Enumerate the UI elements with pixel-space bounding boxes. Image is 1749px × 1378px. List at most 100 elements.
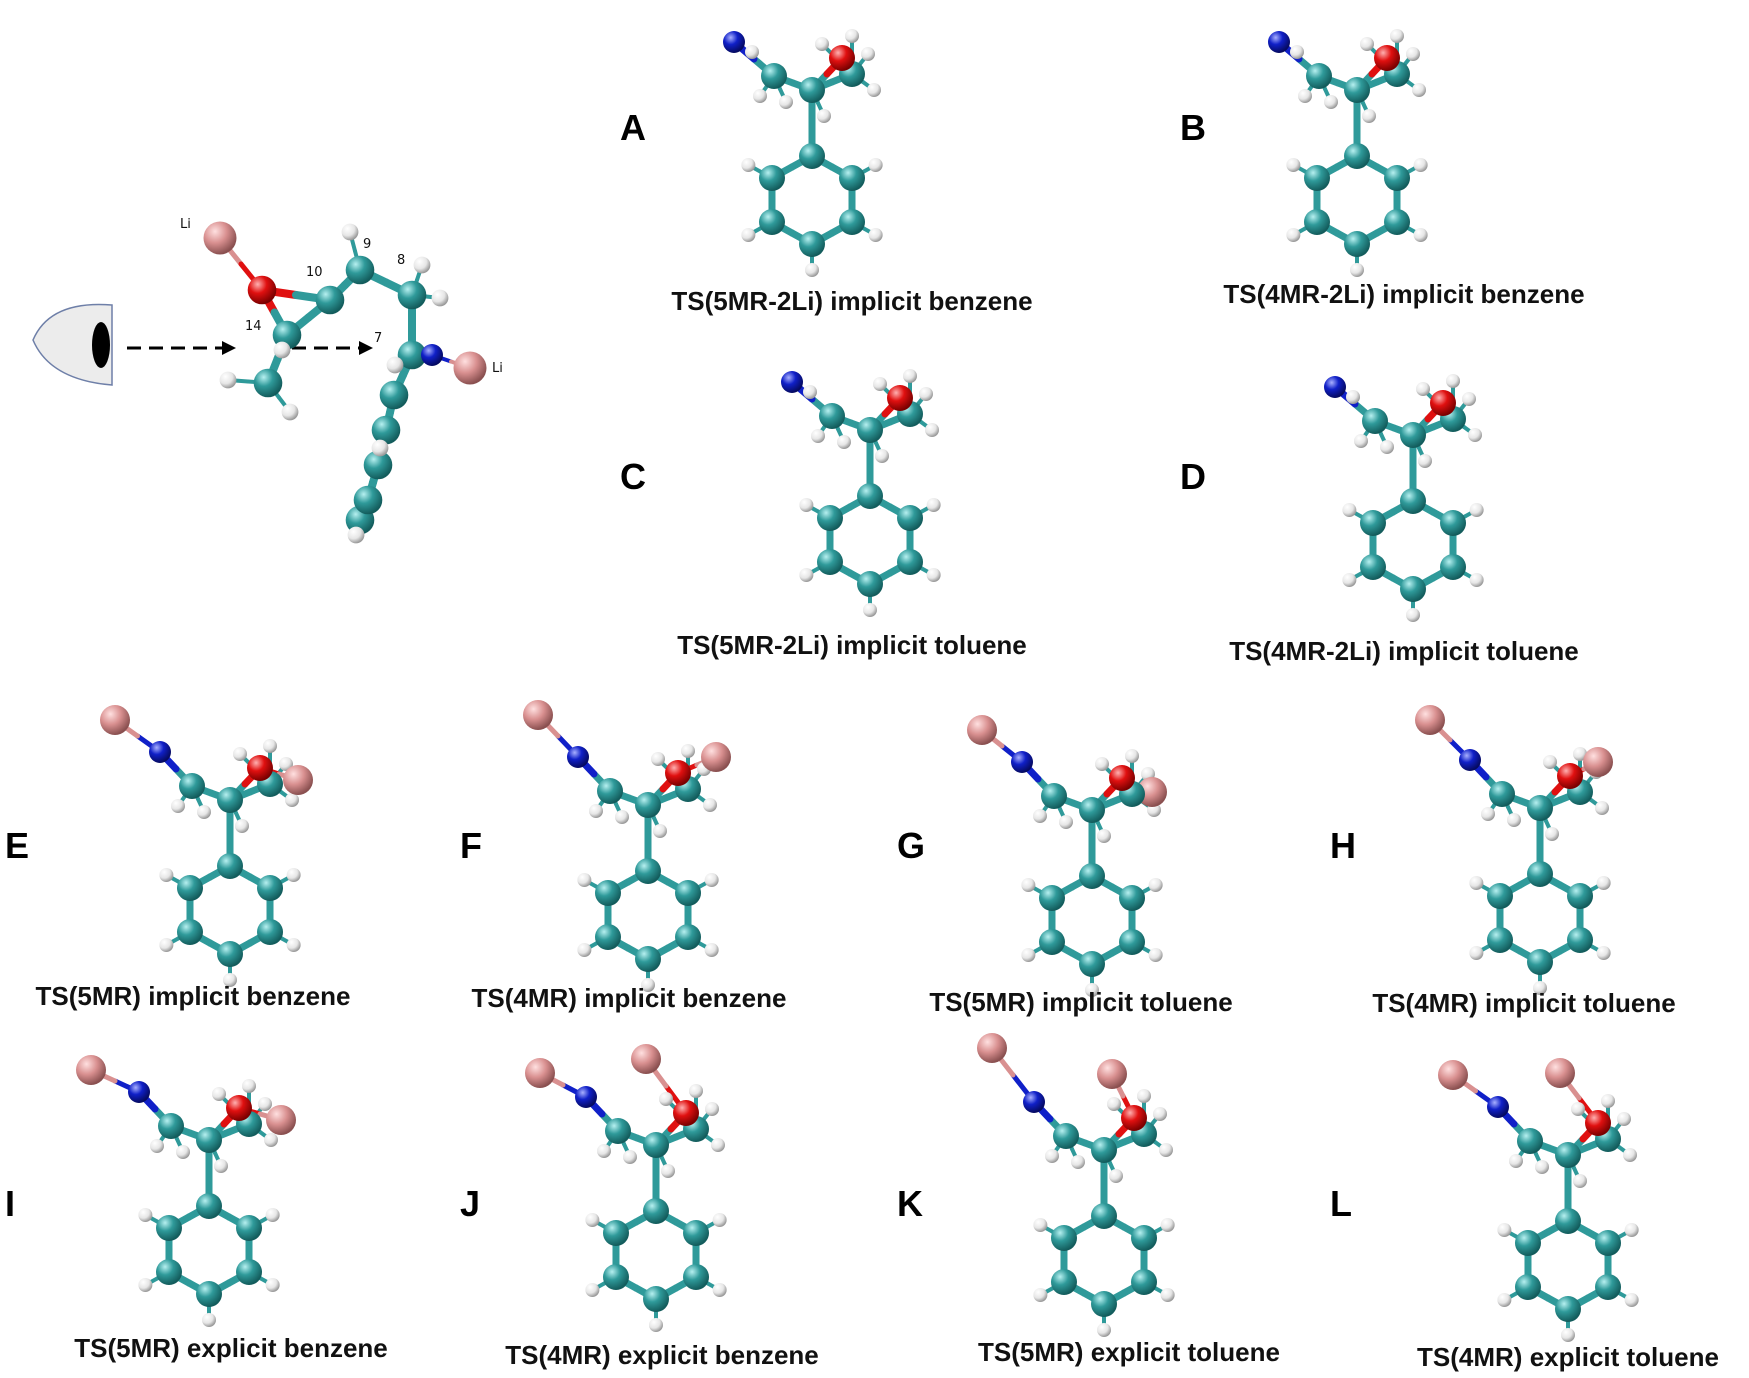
lithium-atom: [967, 715, 997, 745]
panel-letter-l: L: [1330, 1183, 1352, 1224]
hydrogen-atom: [903, 369, 917, 383]
atom-number-9: 9: [363, 237, 371, 252]
hydrogen-atom: [1380, 440, 1394, 454]
carbon-atom: [816, 549, 843, 575]
lithium-atom: [523, 700, 553, 730]
carbon-atom: [1306, 63, 1332, 89]
hydrogen-atom: [753, 89, 767, 103]
hydrogen-atom: [1533, 981, 1547, 995]
panel-j: J TS(4MR) explicit benzene: [460, 1044, 819, 1370]
hydrogen-atom: [805, 263, 819, 277]
carbon-atom: [196, 1127, 222, 1153]
hydrogen-atom: [159, 938, 174, 952]
nitrogen-atom: [149, 741, 171, 763]
carbon-atom: [345, 255, 375, 285]
panel-letter-d: D: [1180, 456, 1206, 497]
hydrogen-atom: [745, 45, 759, 59]
hydrogen-atom: [263, 739, 277, 753]
hydrogen-atom: [138, 1278, 153, 1292]
hydrogen-atom: [712, 1283, 727, 1297]
hydrogen-atom: [653, 824, 667, 838]
hydrogen-atom: [1418, 454, 1432, 468]
oxygen-atom: [1557, 763, 1583, 789]
carbon-atom: [397, 340, 427, 370]
carbon-atom: [594, 924, 621, 950]
panel-caption-c: TS(5MR-2Li) implicit toluene: [677, 630, 1027, 660]
oxygen-atom: [1430, 390, 1456, 416]
lithium-atom: [525, 1058, 555, 1088]
carbon-atom: [196, 1281, 222, 1307]
carbon-atom: [1400, 488, 1426, 514]
carbon-atom: [816, 505, 843, 531]
panel-caption-h: TS(4MR) implicit toluene: [1372, 988, 1675, 1018]
hydrogen-atom: [1623, 1148, 1637, 1162]
hydrogen-atom: [279, 757, 293, 771]
hydrogen-atom: [265, 1208, 280, 1222]
hydrogen-atom: [779, 95, 793, 109]
carbon-atom: [1079, 797, 1105, 823]
carbon-atom: [1041, 783, 1067, 809]
panel-a: A TS(5MR-2Li) implicit benzene: [620, 29, 1033, 316]
hydrogen-atom: [1159, 1143, 1173, 1157]
carbon-atom: [1131, 1225, 1158, 1251]
hydrogen-atom: [371, 439, 389, 457]
hydrogen-atom: [741, 158, 756, 172]
hydrogen-atom: [235, 819, 249, 833]
carbon-atom: [353, 485, 383, 515]
hydrogen-atom: [1469, 573, 1484, 587]
atom-number-14: 14: [245, 319, 262, 334]
lithium-atom: [1438, 1060, 1468, 1090]
oxygen-atom: [1121, 1105, 1147, 1131]
hydrogen-atom: [1535, 1160, 1549, 1174]
hydrogen-atom: [875, 449, 889, 463]
carbon-atom: [605, 1118, 631, 1144]
carbon-atom: [1567, 927, 1594, 953]
carbon-atom: [1514, 1274, 1541, 1300]
hydrogen-atom: [585, 1213, 600, 1227]
hydrogen-atom: [1413, 228, 1428, 242]
carbon-atom: [371, 415, 401, 445]
carbon-atom: [839, 209, 866, 235]
carbon-atom: [1038, 885, 1065, 911]
carbon-atom: [1119, 885, 1146, 911]
carbon-atom: [602, 1220, 629, 1246]
oxygen-atom: [665, 760, 691, 786]
panel-caption-a: TS(5MR-2Li) implicit benzene: [671, 286, 1032, 316]
hydrogen-atom: [1286, 228, 1301, 242]
oxygen-atom: [247, 755, 273, 781]
carbon-atom: [799, 143, 825, 169]
panel-caption-f: TS(4MR) implicit benzene: [472, 983, 787, 1013]
hydrogen-atom: [386, 356, 404, 374]
carbon-atom: [1527, 795, 1553, 821]
hydrogen-atom: [1354, 434, 1368, 448]
hydrogen-atom: [281, 403, 299, 421]
oxygen-atom: [887, 385, 913, 411]
li-label-right: Li: [492, 361, 503, 376]
nitrogen-atom: [1011, 751, 1033, 773]
hydrogen-atom: [867, 83, 881, 97]
carbon-atom: [1514, 1230, 1541, 1256]
hydrogen-atom: [1107, 1097, 1121, 1111]
hydrogen-atom: [1342, 503, 1357, 517]
hydrogen-atom: [868, 228, 883, 242]
hydrogen-atom: [1346, 390, 1360, 404]
hydrogen-atom: [803, 385, 817, 399]
hydrogen-atom: [1468, 428, 1482, 442]
hydrogen-atom: [868, 158, 883, 172]
hydrogen-atom: [641, 978, 655, 992]
hydrogen-atom: [1413, 158, 1428, 172]
panel-letter-g: G: [897, 825, 925, 866]
carbon-atom: [158, 1113, 184, 1139]
carbon-atom: [1486, 927, 1513, 953]
li-label-top: Li: [180, 217, 191, 232]
carbon-atom: [643, 1132, 669, 1158]
hydrogen-atom: [926, 568, 941, 582]
hydrogen-atom: [1624, 1223, 1639, 1237]
hydrogen-atom: [1109, 1169, 1123, 1183]
hydrogen-atom: [1085, 983, 1099, 997]
carbon-atom: [602, 1264, 629, 1290]
carbon-atom: [897, 549, 924, 575]
hydrogen-atom: [1021, 878, 1036, 892]
carbon-atom: [857, 483, 883, 509]
